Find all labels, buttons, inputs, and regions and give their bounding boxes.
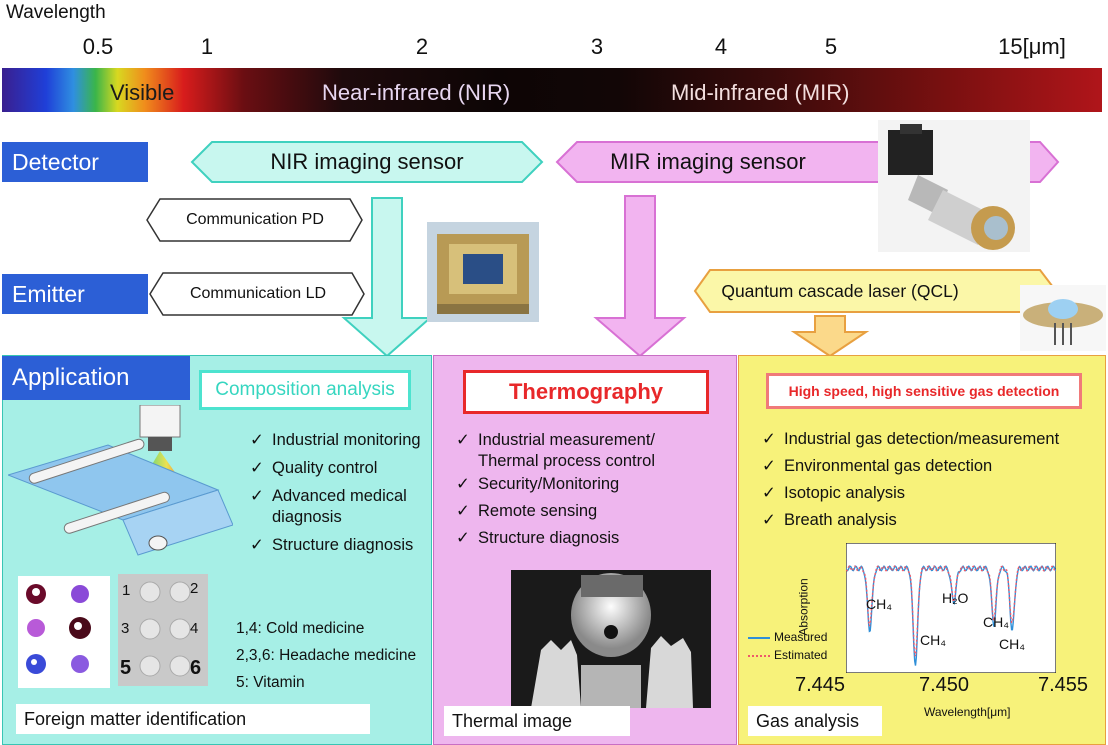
- sensor-chip-photo: [427, 222, 539, 322]
- tick-label: 2: [415, 34, 429, 59]
- check-item: Structure diagnosis: [250, 535, 430, 556]
- ld-shape: [149, 272, 365, 316]
- nir-imaging-sensor: NIR imaging sensor: [270, 149, 464, 174]
- legend-estimated: Estimated: [748, 646, 827, 664]
- x-tick-label: 7.450: [918, 674, 970, 696]
- legend-estimated-label: Estimated: [774, 648, 828, 662]
- peak-label: H₂O: [942, 590, 969, 606]
- tick-label: 5: [824, 34, 838, 59]
- tick-label: 4: [714, 34, 728, 59]
- pills-color-image: [18, 576, 110, 688]
- pill-number: 2: [190, 580, 199, 597]
- check-item: Quality control: [250, 458, 430, 479]
- mir-down-arrow: [593, 195, 687, 358]
- mir-imaging-sensor: MIR imaging sensor: [610, 149, 806, 174]
- x-tick-label: 7.455: [1037, 674, 1089, 696]
- conveyor-illustration: [6, 404, 234, 560]
- composition-checks: Industrial monitoring Quality control Ad…: [250, 430, 430, 556]
- pd-shape: [146, 198, 363, 242]
- thermal-image: [511, 570, 711, 708]
- nir-sensor-shape: [190, 141, 544, 183]
- check-item: Remote sensing: [456, 501, 726, 522]
- gas-absorption-chart: [846, 543, 1056, 673]
- pill-legend: 1,4: Cold medicine 2,3,6: Headache medic…: [236, 615, 428, 696]
- communication-pd: Communication PD: [186, 211, 324, 228]
- qcl-device-photo: [1020, 285, 1106, 351]
- composition-title: Composition analysis: [199, 370, 411, 410]
- application-tag: Application: [2, 356, 190, 400]
- gas-analysis-caption: Gas analysis: [748, 706, 882, 736]
- peak-label: CH₄: [920, 632, 946, 648]
- legend-line: 1,4: Cold medicine: [236, 620, 365, 637]
- legend-swatch: [748, 654, 770, 657]
- legend-measured: Measured: [748, 628, 827, 646]
- nir-down-arrow: [341, 197, 433, 358]
- x-tick-label: 7.445: [794, 674, 846, 696]
- check-item: Environmental gas detection: [762, 456, 1102, 477]
- tick-label: 15[μm]: [998, 34, 1066, 59]
- peak-label: CH₄: [999, 636, 1025, 652]
- thermography-checks: Industrial measurement/ Thermal process …: [456, 430, 726, 549]
- gas-title: High speed, high sensitive gas detection: [766, 373, 1082, 409]
- pill-number: 5: [120, 657, 132, 679]
- band-nir: Near-infrared (NIR): [322, 80, 511, 105]
- mir-sensor-device-photo: [878, 120, 1030, 252]
- check-item: Advanced medical diagnosis: [250, 486, 412, 528]
- pill-number: 6: [190, 657, 202, 679]
- pill-number: 1: [122, 582, 131, 599]
- wavelength-title: Wavelength: [6, 2, 106, 23]
- tick-label: 0.5: [82, 34, 114, 59]
- qcl-label: Quantum cascade laser (QCL): [721, 280, 959, 301]
- band-visible: Visible: [110, 80, 175, 105]
- foreign-matter-caption: Foreign matter identification: [16, 704, 370, 734]
- chart-legend: Measured Estimated: [748, 628, 827, 664]
- emitter-tag: Emitter: [2, 274, 148, 314]
- detector-tag: Detector: [2, 142, 148, 182]
- plot-frame: [846, 543, 1056, 673]
- check-item: Structure diagnosis: [456, 528, 726, 549]
- pills-grey-image: [118, 574, 208, 686]
- check-item: Industrial measurement/ Thermal process …: [456, 430, 690, 472]
- legend-line: 5: Vitamin: [236, 674, 305, 691]
- legend-measured-label: Measured: [774, 630, 828, 644]
- check-item: Industrial gas detection/measurement: [762, 429, 1102, 450]
- tick-label: 3: [590, 34, 604, 59]
- pill-number: 4: [190, 620, 199, 637]
- thermal-image-caption: Thermal image: [444, 706, 630, 736]
- pill-number: 3: [121, 620, 130, 637]
- chart-xlabel: Wavelength[μm]: [924, 705, 1011, 719]
- legend-line: 2,3,6: Headache medicine: [236, 647, 417, 664]
- series-line-estimated: [846, 565, 1056, 657]
- qcl-down-arrow: [790, 315, 870, 358]
- check-item: Isotopic analysis: [762, 483, 1102, 504]
- spectrum-bar: [2, 68, 1102, 112]
- legend-swatch: [748, 636, 770, 639]
- peak-label: CH₄: [983, 614, 1009, 630]
- thermography-title: Thermography: [463, 370, 709, 414]
- check-item: Security/Monitoring: [456, 474, 726, 495]
- tick-label: 1: [200, 34, 214, 59]
- peak-label: CH₄: [866, 596, 892, 612]
- communication-ld: Communication LD: [189, 285, 327, 302]
- band-mir: Mid-infrared (MIR): [671, 80, 850, 105]
- check-item: Breath analysis: [762, 510, 1102, 531]
- gas-checks: Industrial gas detection/measurement Env…: [762, 429, 1102, 531]
- check-item: Industrial monitoring: [250, 430, 430, 451]
